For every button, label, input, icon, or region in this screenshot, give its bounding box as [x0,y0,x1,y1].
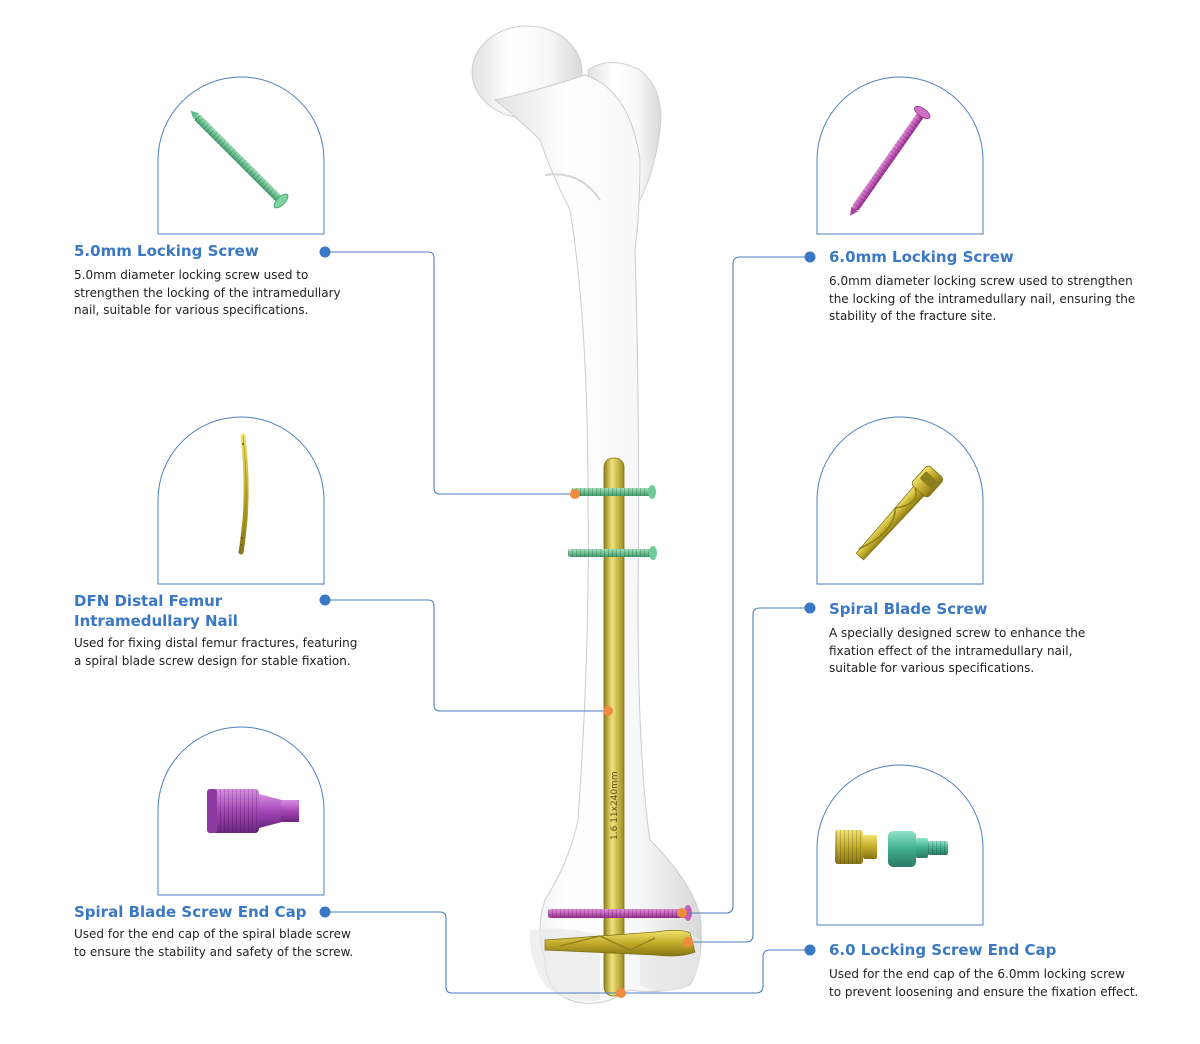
pink-locking-screw [548,905,692,921]
title-spiral-blade-end-cap: Spiral Blade Screw End Cap [74,903,307,921]
green-locking-screw-upper [571,485,656,499]
nail-marking: 1.6 11x240mm [610,771,620,840]
title-6mm-locking-screw: 6.0mm Locking Screw [829,248,1014,266]
label-5mm-locking-screw: 5.0mm Locking Screw 5.0mm diameter locki… [74,241,374,320]
green-locking-screw-lower [568,546,657,560]
frame-spiral-blade [816,416,984,585]
desc-6mm-locking-screw: 6.0mm diameter locking screw used to str… [829,274,1136,323]
product-6mm-locking-screw [849,105,931,216]
connector-5mm-screw [325,251,575,495]
spiral-blade-in-bone [544,929,696,957]
label-6mm-locking-screw: 6.0mm Locking Screw 6.0mm diameter locki… [829,247,1159,326]
product-spiral-blade-end-cap [207,789,299,833]
femur-bone [471,25,702,1004]
product-dfn-nail [238,433,249,555]
title-spiral-blade-screw: Spiral Blade Screw [829,600,988,618]
desc-dfn-nail: Used for fixing distal femur fractures, … [74,636,358,668]
product-6mm-end-cap-pair [835,830,948,867]
frame-dfn-nail [157,416,325,585]
intramedullary-nail: 1.6 11x240mm [603,457,625,997]
connector-spiral-blade [688,607,810,943]
desc-5mm-locking-screw: 5.0mm diameter locking screw used to str… [74,268,341,317]
label-spiral-blade-screw: Spiral Blade Screw A specially designed … [829,599,1129,678]
connector-6mm-screw [682,256,810,914]
attachment-points [570,489,693,998]
desc-6mm-end-cap: Used for the end cap of the 6.0mm lockin… [829,967,1139,999]
title-5mm-locking-screw: 5.0mm Locking Screw [74,242,259,260]
product-spiral-blade [855,465,944,561]
connector-end-cap-right [622,949,810,994]
connector-end-cap-left [325,911,620,994]
label-6mm-end-cap: 6.0 Locking Screw End Cap Used for the e… [829,940,1169,1001]
title-dfn-nail: DFN Distal Femur Intramedullary Nail [74,592,238,630]
connector-dfn-nail [325,599,608,712]
label-spiral-blade-end-cap: Spiral Blade Screw End Cap Used for the … [74,902,394,961]
desc-spiral-blade-screw: A specially designed screw to enhance th… [829,626,1086,675]
label-dots [319,246,816,956]
frame-6mm-screw [816,76,984,235]
desc-spiral-blade-end-cap: Used for the end cap of the spiral blade… [74,927,354,959]
label-dfn-nail: DFN Distal Femur Intramedullary Nail Use… [74,591,394,670]
title-6mm-end-cap: 6.0 Locking Screw End Cap [829,941,1057,959]
connector-lines [325,251,810,994]
